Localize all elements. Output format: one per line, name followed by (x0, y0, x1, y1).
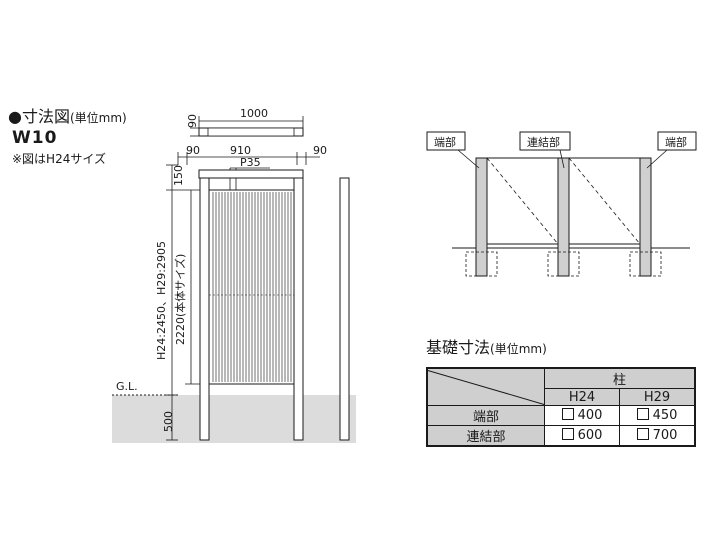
table-row: 連結部 600 700 (426, 425, 696, 447)
pillar-header: 柱 (544, 367, 696, 389)
side-view-post (339, 177, 350, 441)
cell-h29: 450 (619, 405, 696, 426)
leader-end-left (457, 149, 480, 169)
table-subheader-row: H24 H29 (427, 388, 696, 406)
top-rail (198, 169, 304, 179)
row-label: 端部 (426, 405, 545, 426)
square-icon (636, 408, 649, 420)
table-row: 端部 400 450 (426, 405, 696, 426)
square-icon (636, 428, 649, 440)
dim-90-right-label: 90 (313, 144, 327, 157)
corner-cell (426, 367, 545, 406)
panel-2-diagonal (568, 157, 641, 245)
panel-1-diagonal (486, 157, 559, 245)
dim-150-label: 150 (172, 165, 185, 186)
foundation-title: 基礎寸法(単位mm) (426, 334, 547, 358)
model-name: W10 (12, 128, 58, 148)
dim-500-label: 500 (162, 411, 175, 432)
post-end-left (475, 157, 488, 277)
callout-end-right (657, 131, 697, 151)
callout-end-left-label: 端部 (434, 135, 456, 149)
callout-end-left (426, 131, 466, 151)
panel-slats (212, 192, 292, 382)
cell-h29-value: 450 (652, 408, 678, 423)
callout-end-right-label: 端部 (665, 135, 687, 149)
cell-h24-value: 600 (577, 428, 603, 443)
dim-910-label: 910 (230, 144, 251, 157)
ground-band (112, 395, 356, 443)
cell-h29-value: 700 (652, 428, 678, 443)
dim-height-main-label: H24:2450、H29:2905 (155, 241, 168, 360)
col-h29: H29 (619, 388, 696, 406)
square-icon (561, 428, 574, 440)
dim-height-body-label: 2220(本体サイズ) (173, 254, 187, 345)
gl-label: G.L. (116, 380, 138, 393)
post-joint (557, 157, 570, 277)
row-label: 連結部 (426, 425, 545, 447)
cell-h29: 700 (619, 425, 696, 447)
pitch-label: P35 (240, 156, 261, 169)
foundation-joint (547, 251, 580, 277)
heading-text: ●寸法図 (8, 107, 70, 126)
cell-h24: 600 (544, 425, 620, 447)
table-header-row: 柱 (426, 367, 696, 406)
dim-1000-label: 1000 (240, 107, 268, 120)
callout-joint (519, 131, 571, 151)
foundation-unit: (単位mm) (490, 342, 547, 356)
dim-90-top-label: 90 (186, 114, 199, 128)
foundation-end-left (465, 251, 498, 277)
top-view-panel (207, 127, 295, 137)
dimension-heading: ●寸法図(単位mm) (8, 103, 127, 127)
foundation-end-right (629, 251, 662, 277)
cell-h24-value: 400 (577, 408, 603, 423)
square-icon (561, 408, 574, 420)
leader-joint (559, 149, 565, 169)
post-end-right (639, 157, 652, 277)
size-note: ※図はH24サイズ (12, 152, 106, 166)
heading-unit: (単位mm) (69, 111, 127, 125)
callout-joint-label: 連結部 (527, 135, 560, 149)
cell-h24: 400 (544, 405, 620, 426)
leader-end-right (646, 149, 668, 169)
foundation-table: 柱 H24 H29 端部 400 450 連結部 600 700 (426, 367, 696, 447)
right-post (293, 177, 304, 441)
foundation-title-text: 基礎寸法 (426, 338, 491, 357)
fence-panel (208, 189, 295, 385)
left-post (199, 177, 210, 441)
dim-90-left-label: 90 (186, 144, 200, 157)
col-h24: H24 (544, 388, 620, 406)
